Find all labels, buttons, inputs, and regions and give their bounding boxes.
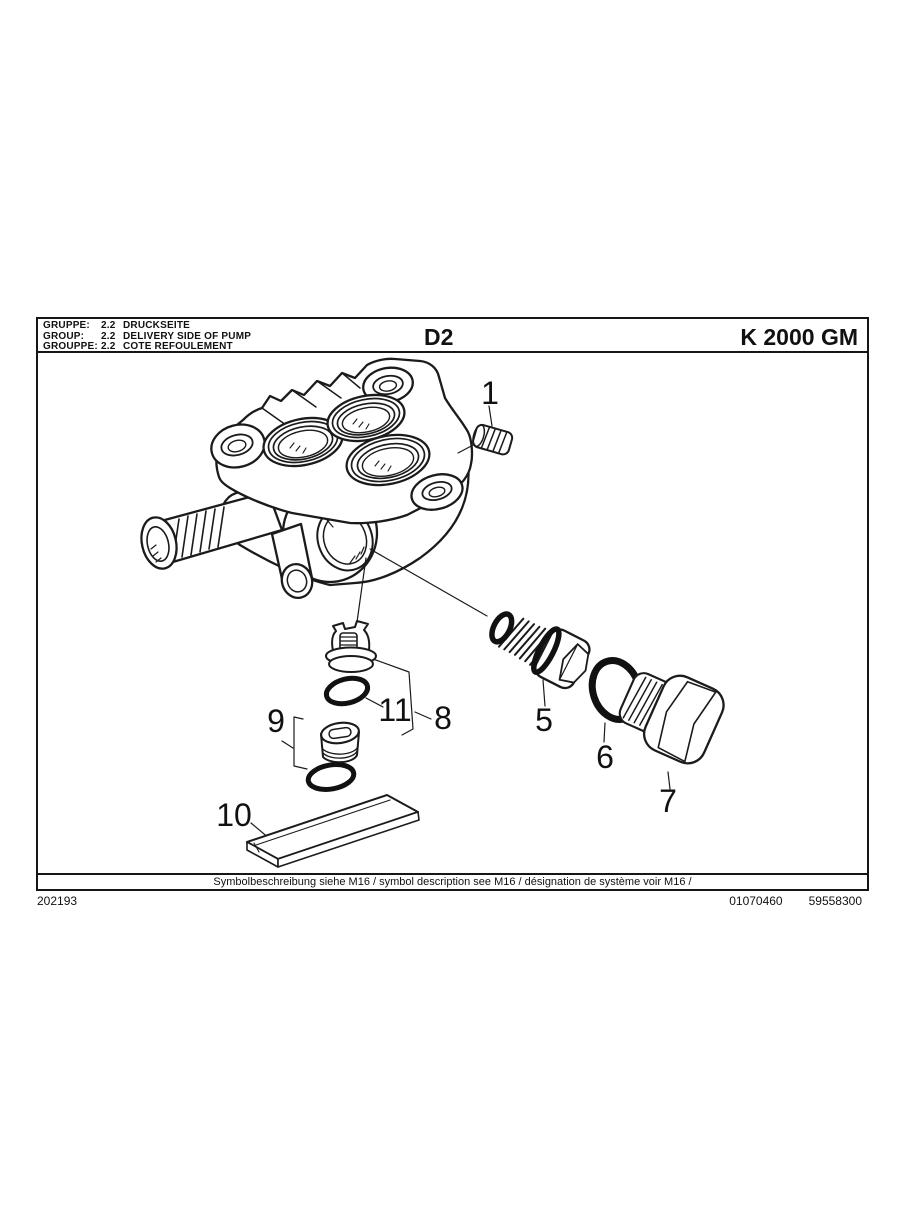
document-refs-right: 01070460 59558300 [729,894,862,908]
drawing-sheet-frame: GRUPPE: 2.2 DRUCKSEITE GROUP: 2.2 DELIVE… [36,317,869,891]
model-code: K 2000 GM [740,324,858,350]
group-row-de: GRUPPE: 2.2 DRUCKSEITE [43,320,251,332]
group-name-en: DELIVERY SIDE OF PUMP [123,330,252,342]
group-label-fr: GROUPPE: [43,341,98,352]
group-row-fr: GROUPPE: 2.2 COTE REFOULEMENT [43,341,251,353]
group-label-en: GROUP: [43,330,85,342]
group-name-fr: COTE REFOULEMENT [123,341,233,352]
exploded-view-area [38,353,867,873]
group-name-de: DRUCKSEITE [123,320,191,331]
document-ref-order: 01070460 [729,894,783,908]
symbol-note: Symbolbeschreibung siehe M16 / symbol de… [38,873,867,889]
group-label-de: GRUPPE: [43,320,90,331]
sheet-header: GRUPPE: 2.2 DRUCKSEITE GROUP: 2.2 DELIVE… [38,319,867,353]
group-row-en: GROUP: 2.2 DELIVERY SIDE OF PUMP [43,330,252,343]
document-ref-left: 202193 [37,894,78,908]
group-code-de: 2.2 [101,320,116,331]
group-title-block: GRUPPE: 2.2 DRUCKSEITE GROUP: 2.2 DELIVE… [43,320,252,353]
document-ref-part: 59558300 [808,894,862,908]
group-code-en: 2.2 [101,330,116,342]
sheet-code: D2 [424,324,454,350]
group-code-fr: 2.2 [101,341,116,352]
